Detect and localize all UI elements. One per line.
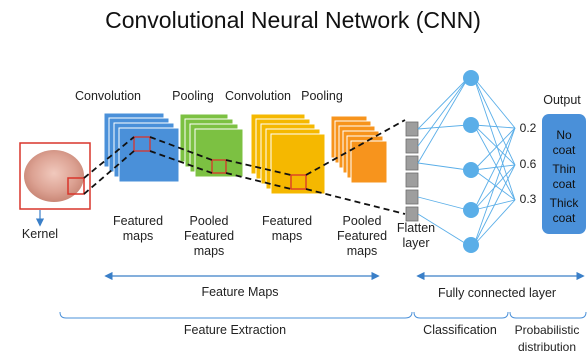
featured-maps-stack-2 <box>250 113 326 195</box>
output-class-thick-line2: coat <box>553 211 576 225</box>
output-class-no-line2: coat <box>553 143 576 157</box>
label-pooled-maps-1-line3: maps <box>194 244 225 258</box>
receptive-field-box-2 <box>211 159 227 174</box>
diagram-title: Convolutional Neural Network (CNN) <box>105 7 481 33</box>
kernel-label: Kernel <box>22 227 58 241</box>
pooled-maps-stack-2 <box>330 115 388 184</box>
feature-maps-span-label: Feature Maps <box>201 285 278 299</box>
output-class-thin-line1: Thin <box>552 162 575 176</box>
stage-label-pooling-2: Pooling <box>301 89 343 103</box>
probability-thin-coat: 0.6 <box>520 157 537 171</box>
fully-connected-span-label: Fully connected layer <box>438 286 556 300</box>
receptive-field-box-1 <box>133 136 151 152</box>
output-class-thick-line1: Thick <box>550 196 580 210</box>
receptive-field-box-3 <box>290 174 307 190</box>
input-image <box>19 142 91 210</box>
stage-label-pooling-1: Pooling <box>172 89 214 103</box>
kernel-window <box>67 177 85 195</box>
output-heading: Output <box>543 93 581 107</box>
fc-nodes <box>463 70 479 253</box>
section-probabilistic-line2: distribution <box>518 340 576 354</box>
output-box <box>542 114 586 234</box>
stage-label-convolution-2: Convolution <box>225 89 291 103</box>
output-class-no-line1: No <box>556 128 572 142</box>
probability-thick-coat: 0.3 <box>520 192 537 206</box>
label-featured-maps-1-line1: Featured <box>113 214 163 228</box>
featured-maps-stack-1 <box>103 112 180 183</box>
pooled-maps-stack-1 <box>179 113 244 178</box>
dashed-connectors <box>83 119 406 215</box>
label-pooled-maps-2-line3: maps <box>347 244 378 258</box>
label-flatten-line1: Flatten <box>397 221 435 235</box>
label-featured-maps-2-line2: maps <box>272 229 303 243</box>
output-class-thin-line2: coat <box>553 177 576 191</box>
section-brackets <box>59 311 587 319</box>
tongue-picture <box>24 150 84 202</box>
probability-no-coat: 0.2 <box>520 121 537 135</box>
section-feature-extraction: Feature Extraction <box>184 323 286 337</box>
fc-edges <box>417 77 516 246</box>
label-pooled-maps-2-line2: Featured <box>337 229 387 243</box>
label-flatten-line2: layer <box>402 236 429 250</box>
flatten-layer <box>405 121 419 222</box>
section-probabilistic-line1: Probabilistic <box>515 323 580 337</box>
section-classification: Classification <box>423 323 497 337</box>
label-pooled-maps-1-line2: Featured <box>184 229 234 243</box>
label-pooled-maps-1-line1: Pooled <box>190 214 229 228</box>
label-featured-maps-2-line1: Featured <box>262 214 312 228</box>
label-pooled-maps-2-line1: Pooled <box>343 214 382 228</box>
stage-label-convolution-1: Convolution <box>75 89 141 103</box>
label-featured-maps-1-line2: maps <box>123 229 154 243</box>
